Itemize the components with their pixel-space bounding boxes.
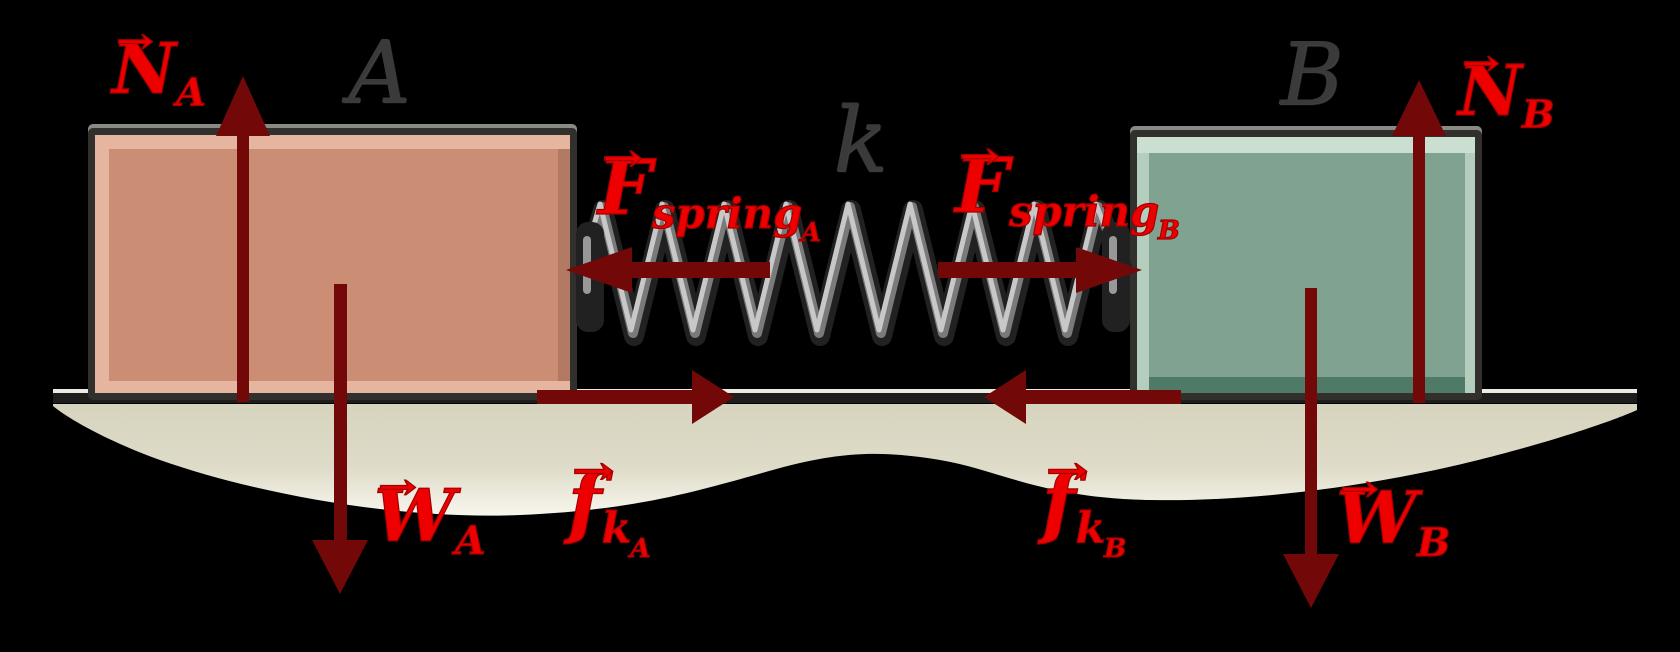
spring-coil-highlight	[579, 201, 1122, 333]
friction-a-arrow	[537, 370, 734, 424]
ground-line	[53, 393, 1637, 403]
vector-arrow-icon: →	[958, 132, 1001, 178]
friction-b-arrow	[984, 370, 1181, 424]
force-symbol: W	[373, 473, 455, 558]
vector-arrow-icon: →	[377, 466, 418, 509]
block-b-label: B	[1280, 25, 1344, 125]
force-subsubscript: B	[1103, 532, 1127, 564]
weight-a-label: →WA	[373, 469, 486, 565]
normal-force-a-label: →NA	[111, 23, 206, 116]
force-symbol: N	[111, 27, 176, 110]
vector-arrow-icon: →	[1045, 448, 1089, 495]
spring-constant-label: k	[833, 88, 888, 193]
vector-arrow-icon: →	[1461, 42, 1501, 84]
force-subscript: B	[1521, 92, 1555, 138]
vector-arrow-icon: →	[1339, 468, 1380, 511]
force-subscript: spring	[1008, 186, 1160, 236]
force-symbol: f	[567, 457, 602, 548]
force-subscript: A	[454, 518, 486, 565]
force-symbol: f	[1041, 457, 1076, 548]
force-subscript: B	[1416, 520, 1451, 567]
spring-force-a-label: →FspringA	[597, 138, 822, 249]
vector-arrow-icon: →	[115, 20, 155, 62]
force-subsubscript: A	[629, 532, 651, 564]
friction-b-label: →fkB	[1041, 451, 1127, 564]
vector-arrow-icon: →	[571, 448, 615, 495]
spring-force-b-label: →FspringB	[954, 136, 1180, 247]
force-symbol: N	[1457, 49, 1522, 132]
normal-force-b-arrow	[1392, 80, 1446, 403]
weight-a-arrow	[312, 284, 368, 594]
force-subsubscript: A	[800, 218, 822, 249]
block-a	[88, 128, 577, 400]
force-subscript: k	[1075, 504, 1106, 555]
force-subscript: spring	[651, 188, 803, 238]
force-symbol: F	[597, 143, 652, 232]
weight-b-arrow	[1283, 288, 1339, 608]
spring-force-a-arrow	[566, 247, 770, 293]
friction-a-label: →fkA	[567, 451, 651, 564]
weight-b-label: →WB	[1335, 471, 1451, 567]
force-subsubscript: B	[1157, 216, 1180, 247]
force-subscript: A	[175, 70, 206, 116]
ground-line-highlight	[53, 389, 1637, 393]
spring-force-b-arrow	[938, 247, 1142, 293]
force-symbol: W	[1335, 475, 1417, 560]
force-symbol: F	[954, 141, 1009, 230]
vector-arrow-icon: →	[601, 134, 644, 180]
ground-surface	[53, 404, 1637, 516]
normal-force-a-arrow	[216, 76, 270, 402]
block-a-label: A	[348, 23, 411, 123]
normal-force-b-label: →NB	[1457, 45, 1555, 138]
force-subscript: k	[601, 504, 632, 555]
